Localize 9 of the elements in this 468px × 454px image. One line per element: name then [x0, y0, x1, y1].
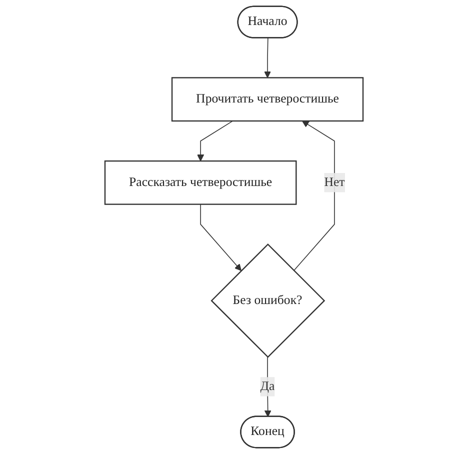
node-box: Прочитать четверостишье	[171, 77, 364, 122]
edge-label: Да	[260, 379, 275, 394]
arrow	[200, 204, 242, 271]
edge-label: Нет	[324, 175, 345, 190]
arrow	[293, 120, 335, 272]
node-diamond: Без ошибок?	[210, 244, 326, 358]
node-box: Рассказать четверостишье	[104, 160, 297, 205]
arrow	[264, 38, 272, 78]
arrow	[197, 120, 234, 162]
